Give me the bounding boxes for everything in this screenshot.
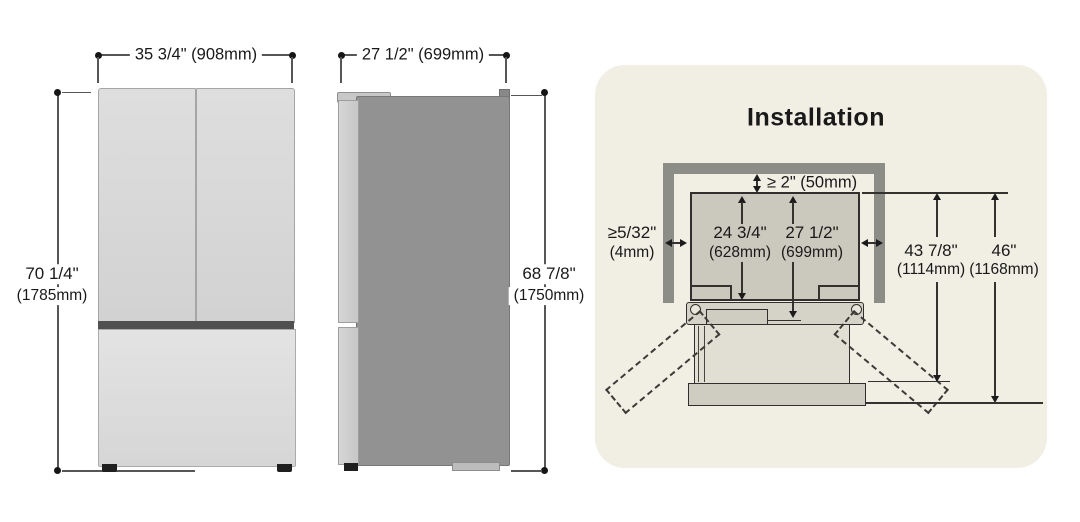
fridge-front-left-door bbox=[98, 88, 196, 323]
side-clearance-right-arrowhead-right bbox=[876, 239, 883, 247]
side-height-leader-top bbox=[511, 94, 542, 96]
front-width-extension-right bbox=[291, 57, 293, 83]
depth1168-arrowhead-down bbox=[991, 396, 999, 403]
hinge-pin-left bbox=[690, 304, 701, 315]
side-depth-label: 27 1/2" (699mm) bbox=[356, 45, 490, 65]
depth1114-arrowhead-up bbox=[933, 193, 941, 200]
front-width-extension-left bbox=[97, 57, 99, 83]
fridge-front-freezer-drawer bbox=[98, 329, 296, 467]
side-height-label-mm: (1750mm) bbox=[508, 287, 590, 305]
depth628-arrow-line-down bbox=[741, 262, 743, 294]
fridge-front-right-door bbox=[196, 88, 295, 323]
top-clearance-arrowhead-down bbox=[753, 186, 761, 193]
depth1168-terminator-line bbox=[866, 402, 1043, 404]
front-height-dim-dot-top bbox=[54, 89, 61, 96]
door-base-plate bbox=[688, 383, 866, 406]
depth628-arrow-line-up bbox=[741, 202, 743, 224]
front-width-label: 35 3/4" (908mm) bbox=[129, 45, 263, 65]
front-height-leader-top bbox=[62, 91, 91, 93]
depth-extension-line-top bbox=[862, 192, 1008, 194]
side-depth-dim-dot-right bbox=[503, 52, 510, 59]
fridge-side-rear-roller bbox=[452, 462, 500, 471]
side-height-label-in: 68 7/8" bbox=[517, 264, 581, 284]
cabinet-top-view bbox=[690, 192, 860, 301]
depth1114-arrowhead-down bbox=[933, 375, 941, 382]
wall-right bbox=[874, 163, 885, 303]
depth1168-label-mm: (1168mm) bbox=[965, 261, 1043, 279]
wall-left bbox=[663, 163, 674, 303]
fridge-side-door-front-lower bbox=[338, 327, 359, 465]
depth628-label-mm: (628mm) bbox=[708, 244, 772, 262]
fridge-side-door-front-upper bbox=[338, 100, 359, 323]
cabinet-step-right-v bbox=[818, 285, 820, 300]
depth699-arrow-line-down bbox=[792, 262, 794, 312]
fridge-side-body bbox=[356, 96, 510, 466]
side-depth-extension-right bbox=[505, 57, 507, 83]
installation-title: Installation bbox=[747, 103, 885, 132]
side-clearance-left-arrowhead-left bbox=[665, 239, 672, 247]
depth1168-label-in: 46" bbox=[987, 241, 1021, 261]
front-height-label-mm: (1785mm) bbox=[11, 287, 93, 305]
wall-top bbox=[663, 163, 885, 174]
side-height-leader-bottom bbox=[511, 470, 542, 472]
side-clearance-left-arrowhead-right bbox=[680, 239, 687, 247]
front-width-dim-dot-right bbox=[289, 52, 296, 59]
hinge-pin-right bbox=[851, 304, 862, 315]
depth628-label-in: 24 3/4" bbox=[713, 223, 767, 243]
front-height-leader-bottom bbox=[62, 470, 195, 472]
fridge-front-foot-right bbox=[277, 464, 292, 472]
side-clearance-arrow-left-line bbox=[669, 242, 684, 244]
side-depth-dim-dot-left bbox=[338, 52, 345, 59]
top-clearance-arrowhead-up bbox=[753, 174, 761, 181]
side-clearance-arrow-right-line bbox=[865, 242, 880, 244]
side-clearance-right-arrowhead-left bbox=[861, 239, 868, 247]
depth699-arrowhead-up bbox=[789, 196, 797, 203]
depth1168-line-upper bbox=[994, 200, 996, 237]
depth628-arrowhead-up bbox=[738, 196, 746, 203]
depth699-label-mm: (699mm) bbox=[780, 244, 844, 262]
fridge-front-foot-left bbox=[102, 464, 117, 472]
side-depth-extension-left bbox=[340, 57, 342, 83]
front-height-label-in: 70 1/4" bbox=[20, 264, 84, 284]
depth1168-line-lower bbox=[994, 282, 996, 397]
depth699-label-in: 27 1/2" bbox=[785, 223, 839, 243]
top-clearance-label: ≥ 2" (50mm) bbox=[767, 173, 858, 192]
top-clearance-arrow-line bbox=[756, 177, 758, 190]
side-height-dim-dot-bottom bbox=[541, 467, 548, 474]
side-height-dim-dot-top bbox=[541, 89, 548, 96]
depth699-arrowhead-down bbox=[789, 311, 797, 318]
cabinet-step-left-h bbox=[691, 285, 732, 287]
depth1114-label-in: 43 7/8" bbox=[900, 241, 962, 261]
depth699-terminator-line bbox=[768, 319, 801, 321]
depth1114-terminator-line bbox=[868, 380, 950, 382]
depth699-arrow-line-up bbox=[792, 202, 794, 224]
side-clearance-label-mm: (4mm) bbox=[609, 244, 655, 262]
cabinet-step-left-v bbox=[730, 285, 732, 300]
depth1114-line-lower bbox=[936, 282, 938, 376]
depth1114-line-upper bbox=[936, 200, 938, 237]
fridge-side-front-foot bbox=[344, 463, 358, 471]
door-projection-edge-lines bbox=[698, 326, 705, 382]
front-height-dim-dot-bottom bbox=[54, 467, 61, 474]
front-width-dim-dot-left bbox=[95, 52, 102, 59]
cabinet-step-right-h bbox=[818, 285, 859, 287]
side-clearance-label-in: ≥5/32" bbox=[607, 223, 657, 243]
fridge-front-gap-band bbox=[98, 321, 294, 329]
depth628-arrowhead-down bbox=[738, 293, 746, 300]
depth1168-arrowhead-up bbox=[991, 193, 999, 200]
depth1114-label-mm: (1114mm) bbox=[892, 261, 970, 279]
